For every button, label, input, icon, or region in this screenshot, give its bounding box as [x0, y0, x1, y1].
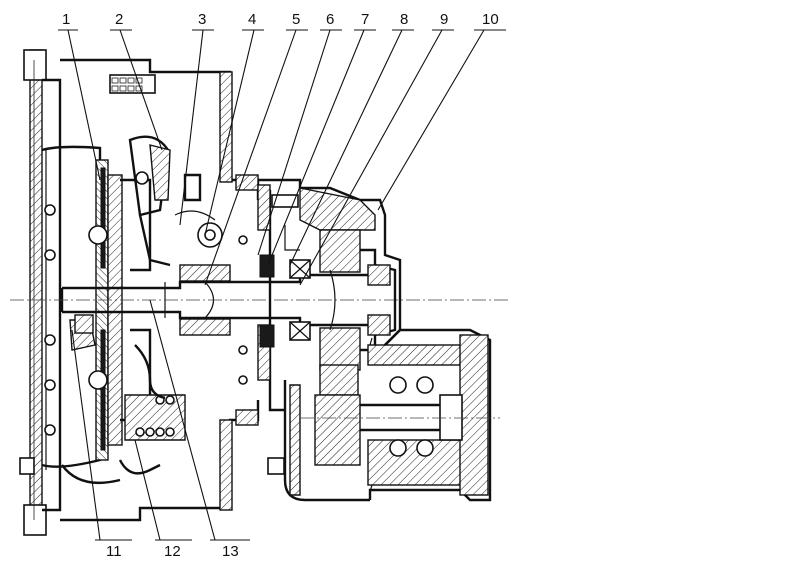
callout-6: 6 [326, 11, 334, 28]
bell-housing [219, 71, 260, 511]
output-gear-train [267, 328, 500, 502]
callout-1: 1 [62, 11, 70, 28]
release-lever [109, 74, 223, 267]
connector-grid [111, 77, 143, 92]
callout-10: 10 [482, 11, 499, 28]
callout-12: 12 [164, 543, 181, 560]
spring-coils [135, 395, 175, 437]
spring-pack [124, 344, 186, 441]
flywheel-housing [19, 49, 232, 536]
callout-11: 11 [106, 543, 122, 560]
callout-2: 2 [115, 11, 123, 28]
callout-7: 7 [361, 11, 369, 28]
callout-9: 9 [440, 11, 448, 28]
callout-3: 3 [198, 11, 206, 28]
callout-8: 8 [400, 11, 408, 28]
callout-4: 4 [248, 11, 256, 28]
callouts-bottom: 11 12 13 [71, 299, 250, 560]
input-shaft [10, 264, 510, 336]
callout-5: 5 [292, 11, 300, 28]
clutch-assembly [61, 159, 161, 484]
callout-13: 13 [222, 543, 239, 560]
callouts-top: 1 2 3 4 5 6 7 8 9 10 [58, 11, 506, 286]
